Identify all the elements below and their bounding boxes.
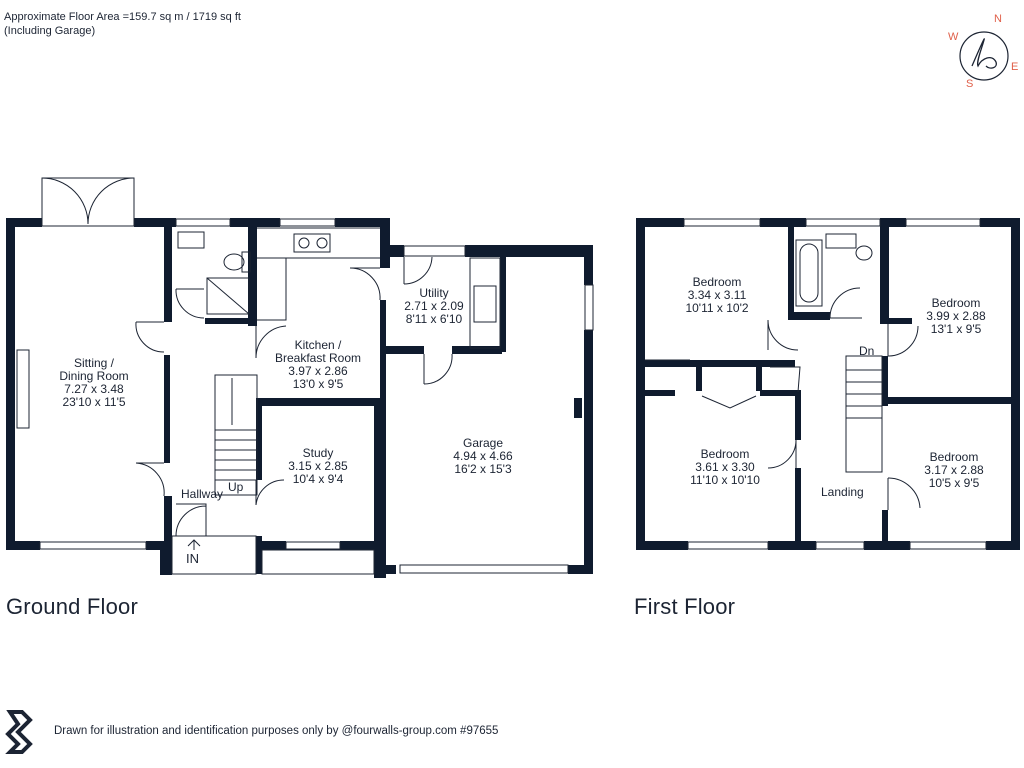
room-kitchen: Kitchen / Breakfast Room 3.97 x 2.86 13'… bbox=[262, 339, 374, 391]
room-metric: 4.94 x 4.66 bbox=[453, 449, 513, 463]
first-floor-walls bbox=[636, 218, 1020, 550]
compass-east: E bbox=[1011, 61, 1019, 73]
compass-north: N bbox=[994, 13, 1002, 25]
room-name: Bedroom bbox=[692, 275, 742, 289]
compass-icon bbox=[959, 31, 1009, 81]
stairs-down-label: Dn bbox=[859, 344, 875, 358]
room-imperial: 13'0 x 9'5 bbox=[292, 377, 344, 391]
room-name: Kitchen / bbox=[294, 338, 342, 352]
room-metric: 3.61 x 3.30 bbox=[695, 460, 755, 474]
room-metric: 3.15 x 2.85 bbox=[288, 459, 348, 473]
floor-area-text: Approximate Floor Area =159.7 sq m / 171… bbox=[4, 11, 241, 23]
landing-label: Landing bbox=[821, 485, 864, 499]
room-imperial: 23'10 x 11'5 bbox=[62, 395, 126, 409]
compass-west: W bbox=[948, 31, 959, 43]
room-name: Dining Room bbox=[59, 369, 129, 383]
ground-floor-title: Ground Floor bbox=[6, 594, 139, 619]
room-imperial: 10'4 x 9'4 bbox=[292, 472, 344, 486]
room-name: Study bbox=[302, 446, 334, 460]
ground-floor-walls bbox=[6, 218, 593, 578]
fireplace bbox=[16, 349, 30, 429]
garage-note-text: (Including Garage) bbox=[4, 25, 96, 37]
room-name: Utility bbox=[419, 286, 449, 300]
compass-south: S bbox=[966, 78, 974, 90]
room-imperial: 16'2 x 15'3 bbox=[454, 462, 512, 476]
first-floor-title: First Floor bbox=[634, 594, 736, 619]
room-sitting-dining: Sitting / Dining Room 7.27 x 3.48 23'10 … bbox=[44, 357, 144, 409]
room-imperial: 13'1 x 9'5 bbox=[930, 322, 982, 336]
room-metric: 3.34 x 3.11 bbox=[687, 288, 747, 302]
room-name: Bedroom bbox=[700, 447, 750, 461]
room-bedroom-1: Bedroom 3.34 x 3.11 10'11 x 10'2 bbox=[672, 276, 762, 315]
room-bedroom-2: Bedroom 3.99 x 2.88 13'1 x 9'5 bbox=[914, 297, 998, 336]
room-metric: 3.17 x 2.88 bbox=[924, 463, 984, 477]
room-name: Garage bbox=[462, 436, 504, 450]
room-name: Bedroom bbox=[929, 450, 979, 464]
entry-arrow-icon bbox=[187, 539, 201, 550]
room-imperial: 10'5 x 9'5 bbox=[928, 476, 980, 490]
room-metric: 2.71 x 2.09 bbox=[404, 299, 464, 313]
room-bedroom-4: Bedroom 3.17 x 2.88 10'5 x 9'5 bbox=[912, 451, 996, 490]
footer-disclaimer: Drawn for illustration and identificatio… bbox=[54, 725, 499, 737]
room-bedroom-3: Bedroom 3.61 x 3.30 11'10 x 10'10 bbox=[680, 448, 770, 487]
fourwalls-logo-icon bbox=[5, 710, 33, 754]
room-imperial: 10'11 x 10'2 bbox=[685, 301, 749, 315]
room-name: Sitting / bbox=[73, 356, 115, 370]
room-metric: 3.99 x 2.88 bbox=[926, 309, 986, 323]
room-utility: Utility 2.71 x 2.09 8'11 x 6'10 bbox=[392, 287, 476, 326]
stairs-up-label: Up bbox=[228, 480, 244, 494]
entrance-label: IN bbox=[186, 551, 199, 566]
room-name: Bedroom bbox=[931, 296, 981, 310]
room-metric: 7.27 x 3.48 bbox=[64, 382, 124, 396]
hallway-label: Hallway bbox=[181, 487, 224, 501]
room-imperial: 8'11 x 6'10 bbox=[405, 312, 463, 326]
room-garage: Garage 4.94 x 4.66 16'2 x 15'3 bbox=[438, 437, 528, 476]
room-imperial: 11'10 x 10'10 bbox=[690, 473, 760, 487]
room-study: Study 3.15 x 2.85 10'4 x 9'4 bbox=[270, 447, 366, 486]
room-metric: 3.97 x 2.86 bbox=[288, 364, 348, 378]
room-name: Breakfast Room bbox=[274, 351, 362, 365]
